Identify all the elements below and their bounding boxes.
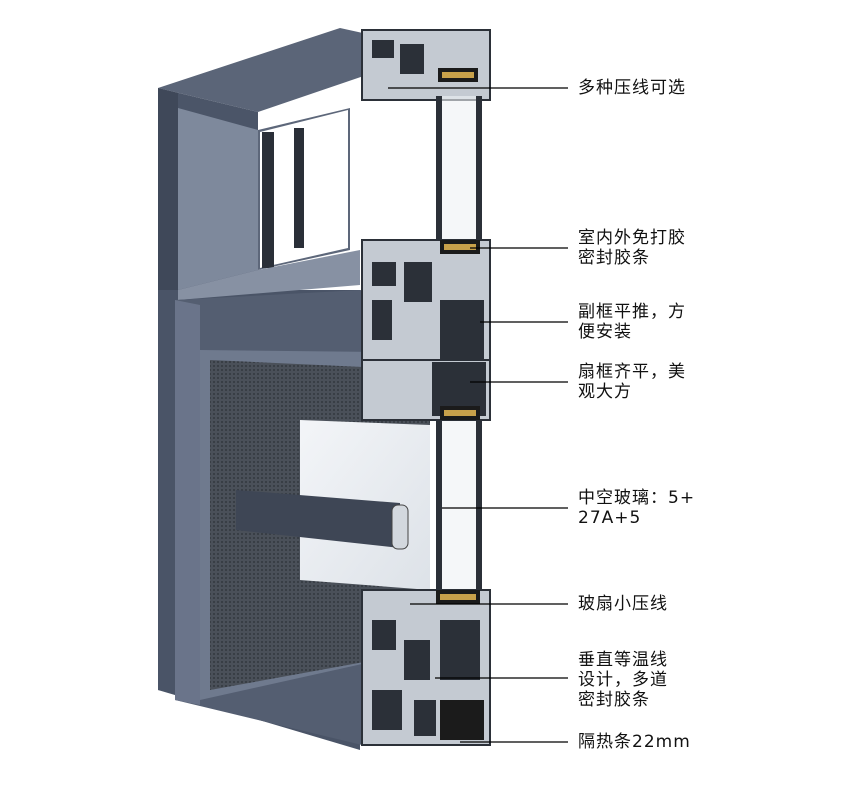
callout-text: 密封胶条 <box>578 248 650 268</box>
callout-hollow-glass: 中空玻璃：5+ 27A+5 <box>578 488 695 528</box>
callout-text: 扇框齐平，美 <box>578 362 686 382</box>
callout-text: 多种压线可选 <box>578 78 686 98</box>
callout-text: 室内外免打胶 <box>578 228 686 248</box>
callout-text: 副框平推，方 <box>578 302 686 322</box>
callout-text: 隔热条22mm <box>578 732 691 752</box>
callout-isotherm: 垂直等温线 设计，多道 密封胶条 <box>578 650 668 710</box>
callout-text: 玻扇小压线 <box>578 594 668 614</box>
profile-sections <box>361 29 491 746</box>
transom-ledge <box>178 250 360 300</box>
callout-glass-bead: 玻扇小压线 <box>578 594 668 614</box>
callout-sash-flush: 扇框齐平，美 观大方 <box>578 362 686 402</box>
callout-text: 垂直等温线 <box>578 650 668 670</box>
callout-text: 中空玻璃：5+ <box>578 488 696 508</box>
callout-text: 设计，多道 <box>578 670 668 690</box>
callout-subframe: 副框平推，方 便安装 <box>578 302 686 342</box>
callout-pressing-line: 多种压线可选 <box>578 78 686 98</box>
callout-text: 密封胶条 <box>578 690 650 710</box>
callout-text: 便安装 <box>578 322 632 342</box>
sash <box>175 290 430 745</box>
handle-rail <box>236 490 400 548</box>
callout-text: 观大方 <box>578 382 632 402</box>
callout-thermal-break: 隔热条22mm <box>578 732 691 752</box>
leader-lines <box>388 87 568 743</box>
top-reveal <box>178 108 258 290</box>
callout-text: 27A+5 <box>578 508 642 528</box>
callout-inner-outer-gasket: 室内外免打胶 密封胶条 <box>578 228 686 268</box>
